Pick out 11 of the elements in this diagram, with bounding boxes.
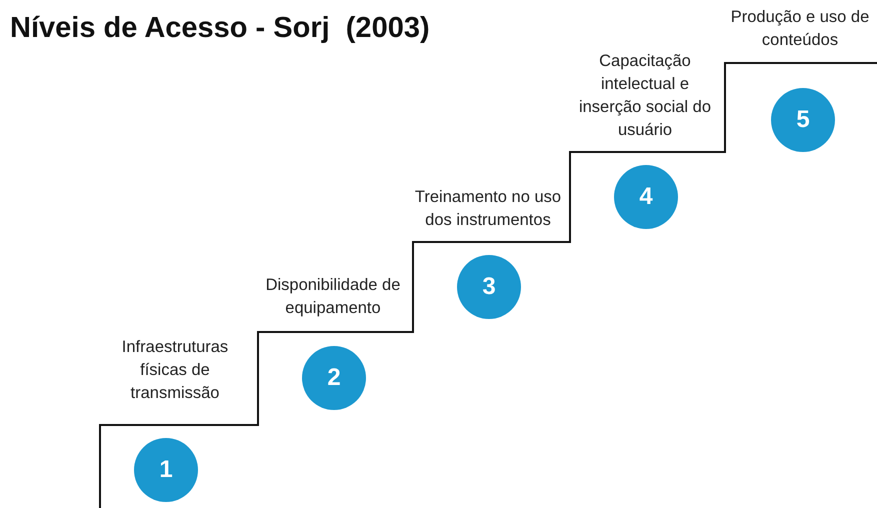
step-label: Treinamento no uso dos instrumentos — [414, 187, 562, 231]
title: Níveis de Acesso - Sorj (2003) — [10, 12, 430, 45]
number-circle: 2 — [302, 346, 366, 410]
number-circle: 3 — [457, 255, 521, 319]
step-label: Infraestruturas físicas de transmissão — [120, 337, 230, 404]
step-label: Produção e uso de conteúdos — [730, 7, 870, 51]
number-circle: 5 — [771, 88, 835, 152]
number-circle: 4 — [614, 165, 678, 229]
number-circle: 1 — [134, 438, 198, 502]
step-label: Capacitação intelectual e inserção social do usuário — [578, 51, 712, 141]
step-label: Disponibilidade de equipamento — [264, 275, 402, 319]
